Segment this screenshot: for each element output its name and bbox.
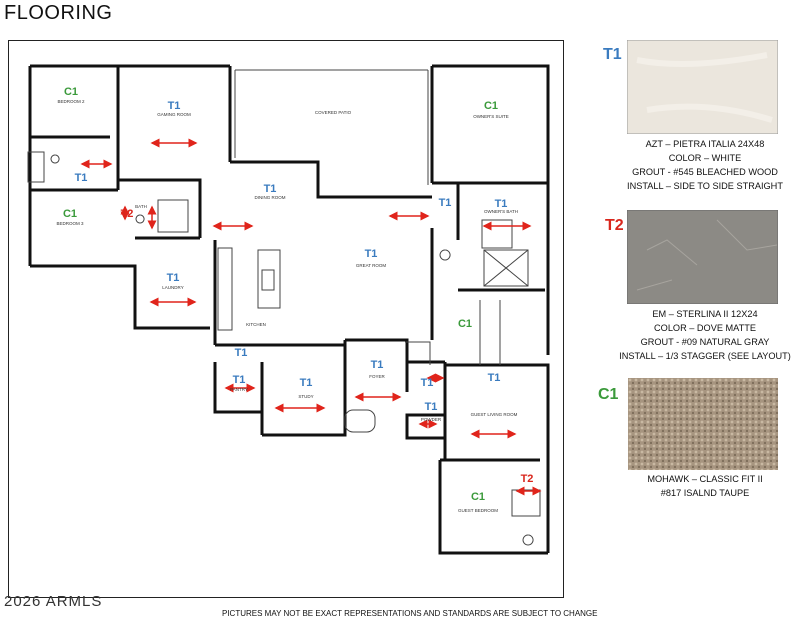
- room-code: C1: [471, 491, 485, 503]
- room-names: BEDROOM 2 GAMING ROOM COVERED PATIO OWNE…: [56, 99, 518, 513]
- room-name: OWNER'S SUITE: [473, 114, 509, 119]
- legend-line: MOHAWK – CLASSIC FIT II: [647, 474, 763, 484]
- tile-swatch-t1: [627, 40, 778, 134]
- room-code: T1: [168, 100, 181, 112]
- carpet-swatch-c1: [628, 378, 778, 470]
- room-name: POWDER: [421, 417, 442, 422]
- room-name: GUEST LIVING ROOM: [471, 412, 518, 417]
- direction-arrows: [80, 138, 542, 496]
- legend-line: COLOR – DOVE MATTE: [654, 323, 756, 333]
- legend-line: INSTALL – SIDE TO SIDE STRAIGHT: [627, 181, 783, 191]
- room-name: DINING ROOM: [255, 195, 286, 200]
- room-name: OWNER'S BATH: [484, 209, 518, 214]
- room-code: T1: [167, 272, 180, 284]
- room-code: C1: [63, 208, 77, 220]
- room-code: T1: [495, 198, 508, 210]
- legend-line: AZT – PIETRA ITALIA 24X48: [645, 139, 765, 149]
- legend-code-t2: T2: [605, 217, 624, 234]
- room-code: T1: [488, 372, 501, 384]
- plan-walls: [28, 64, 550, 555]
- plan-details: [27, 69, 541, 546]
- room-code: T1: [233, 374, 246, 386]
- legend-text-t2: EM – STERLINA II 12X24 COLOR – DOVE MATT…: [580, 307, 800, 363]
- room-name: GAMING ROOM: [157, 112, 191, 117]
- disclaimer: PICTURES MAY NOT BE EXACT REPRESENTATION…: [222, 609, 598, 618]
- legend-line: INSTALL – 1/3 STAGGER (SEE LAYOUT): [619, 351, 791, 361]
- room-code: T2: [121, 208, 134, 220]
- legend-line: COLOR – WHITE: [668, 153, 742, 163]
- legend-line: GROUT - #09 NATURAL GRAY: [640, 337, 770, 347]
- room-code: T1: [264, 183, 277, 195]
- legend-text-t1: AZT – PIETRA ITALIA 24X48 COLOR – WHITE …: [580, 137, 800, 193]
- room-code: C1: [484, 100, 498, 112]
- legend-code-t1: T1: [603, 46, 622, 63]
- legend-code-c1: C1: [598, 386, 619, 403]
- floor-plan-frame: [8, 40, 564, 598]
- room-name: COVERED PATIO: [315, 110, 352, 115]
- room-name: BEDROOM 3: [56, 221, 84, 226]
- room-code: T1: [75, 172, 88, 184]
- room-name: LAUNDRY: [162, 285, 183, 290]
- legend-line: #817 ISALND TAUPE: [660, 488, 750, 498]
- legend-line: GROUT - #545 BLEACHED WOOD: [632, 167, 778, 177]
- room-code-extra: T1: [235, 347, 248, 359]
- legend-text-c1: MOHAWK – CLASSIC FIT II #817 ISALND TAUP…: [580, 472, 800, 500]
- room-code: C1: [458, 318, 472, 330]
- room-name: PANTRY: [230, 387, 248, 392]
- room-name: FOYER: [369, 374, 385, 379]
- room-name: KITCHEN: [246, 322, 266, 327]
- room-name: BEDROOM 2: [57, 99, 85, 104]
- tile-swatch-t2: [627, 210, 778, 304]
- room-name: GREAT ROOM: [356, 263, 387, 268]
- watermark: 2026 ARMLS: [4, 593, 103, 610]
- room-name: BATH: [135, 204, 147, 209]
- room-code: T1: [365, 248, 378, 260]
- room-code: C1: [64, 86, 78, 98]
- room-name: STUDY: [298, 394, 313, 399]
- room-code: T2: [521, 473, 534, 485]
- room-code: T1: [425, 401, 438, 413]
- legend-line: EM – STERLINA II 12X24: [652, 309, 758, 319]
- room-name: GUEST BEDROOM: [458, 508, 498, 513]
- room-code-extra: T1: [421, 377, 434, 389]
- page-title: FLOORING: [4, 2, 113, 24]
- room-code: T1: [300, 377, 313, 389]
- room-code-extra: T1: [439, 197, 452, 209]
- room-code: T1: [371, 359, 384, 371]
- room-codes: C1 T1 C1 T1 C1 T2 T1 T1 T1 T1 C1 T1 T1 T…: [63, 86, 533, 503]
